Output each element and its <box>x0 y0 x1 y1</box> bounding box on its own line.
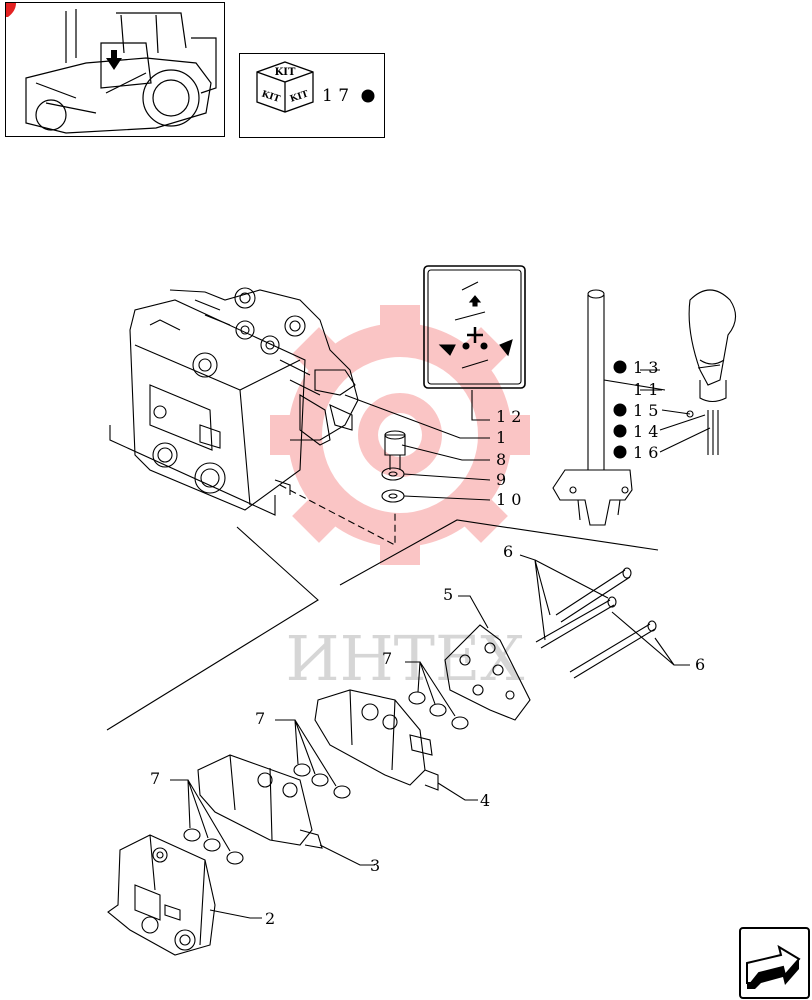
o-rings-set-c <box>170 779 244 865</box>
callout-7-bottom: 7 <box>150 769 160 788</box>
callout-2: 2 <box>265 909 275 928</box>
kit-dot-13 <box>613 360 627 374</box>
callout-1: 1 <box>496 428 506 447</box>
valve-section-3 <box>197 754 375 866</box>
filled-circle-icon <box>361 89 375 103</box>
callout-7-middle: 7 <box>255 709 265 728</box>
callout-6-top: 6 <box>503 542 513 561</box>
kit-dot-14 <box>613 424 627 438</box>
callout-16: 1 6 <box>633 443 658 462</box>
tie-rods <box>519 554 690 679</box>
o-rings-set-a <box>405 661 469 730</box>
tractor-location-icon <box>6 3 217 134</box>
control-pattern-decal <box>423 265 526 389</box>
valve-inlet-section-2 <box>107 834 262 956</box>
assembled-control-valve <box>109 287 359 516</box>
callout-5: 5 <box>443 585 453 604</box>
kit-reference-number: 1 7 <box>322 86 349 106</box>
callout-10: 1 0 <box>496 490 521 509</box>
callout-8: 8 <box>496 450 506 469</box>
watermark-text: ИНТЕХ <box>286 622 525 695</box>
callout-9: 9 <box>496 470 506 489</box>
lever-bracket-plate <box>444 595 531 721</box>
next-page-button[interactable] <box>739 927 810 999</box>
fixing-bolt <box>384 430 406 470</box>
flat-washer <box>381 489 405 503</box>
valve-section-4 <box>314 689 478 801</box>
watermark: ИНТЕХ <box>270 305 530 695</box>
callout-7-top: 7 <box>382 649 392 668</box>
control-lever-knob <box>688 289 737 455</box>
o-rings-set-b <box>275 719 351 799</box>
kit-reference-box: KIT KIT KIT 1 7 <box>239 53 385 138</box>
next-page-arrow-icon <box>746 944 801 989</box>
callout-15: 1 5 <box>633 401 658 420</box>
page-corner-mark <box>6 3 16 17</box>
callout-6-bottom: 6 <box>695 655 705 674</box>
kit-dot-16 <box>613 445 627 459</box>
machine-location-thumbnail <box>5 2 225 137</box>
kit-dot-15 <box>613 403 627 417</box>
kit-label-top: KIT <box>275 67 296 78</box>
callout-13: 1 3 <box>633 358 658 377</box>
callout-12: 1 2 <box>496 407 521 426</box>
kit-cube-icon <box>256 61 314 113</box>
callout-3: 3 <box>370 856 380 875</box>
callout-4: 4 <box>480 791 490 810</box>
callout-14: 1 4 <box>633 422 658 441</box>
control-lever-rod <box>552 289 633 526</box>
